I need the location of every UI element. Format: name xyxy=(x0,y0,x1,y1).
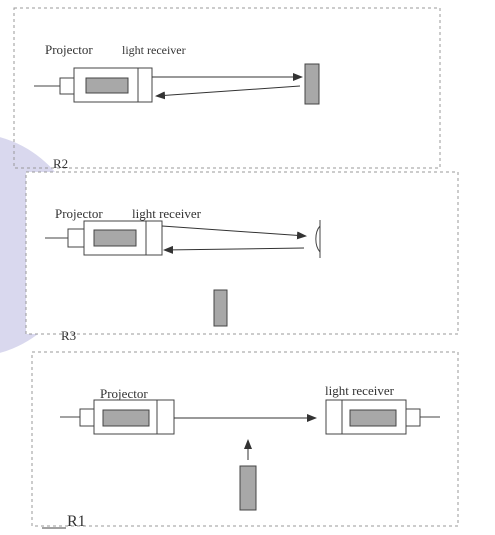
panel-border xyxy=(13,7,441,169)
corner-label: R1 xyxy=(67,513,86,530)
receiver-lens xyxy=(349,409,397,427)
projector-end-cap xyxy=(59,77,75,95)
corner-label: R2 xyxy=(53,156,68,171)
corner-label: R3 xyxy=(61,328,76,343)
panel-diffuse-r3: Projector light receiver R3 xyxy=(25,171,459,343)
projector-end-cap xyxy=(79,408,95,427)
reflected-beam-arrow xyxy=(163,245,305,254)
panel-through-beam-r1: Projector light receiver R1 xyxy=(31,351,459,530)
reflector-plate xyxy=(304,63,320,105)
projector-label: Projector xyxy=(100,386,148,401)
target-object xyxy=(239,465,257,511)
receiver-label: light receiver xyxy=(122,43,186,57)
projector-lens xyxy=(102,409,150,427)
receiver-end-cap xyxy=(405,408,421,427)
projector-end-cap xyxy=(67,228,85,248)
emitted-beam-arrow xyxy=(161,225,307,240)
receiver-label: light receiver xyxy=(132,206,202,221)
projector-label: Projector xyxy=(45,42,93,57)
target-object xyxy=(213,289,228,327)
reflected-beam-arrow xyxy=(155,85,301,100)
sensor-lens xyxy=(85,77,129,94)
receiver-label: light receiver xyxy=(325,383,395,398)
panel-retroreflective-r2: Projector light receiver R2 xyxy=(13,7,441,171)
sensor-lens xyxy=(93,229,137,247)
projector-label: Projector xyxy=(55,206,103,221)
